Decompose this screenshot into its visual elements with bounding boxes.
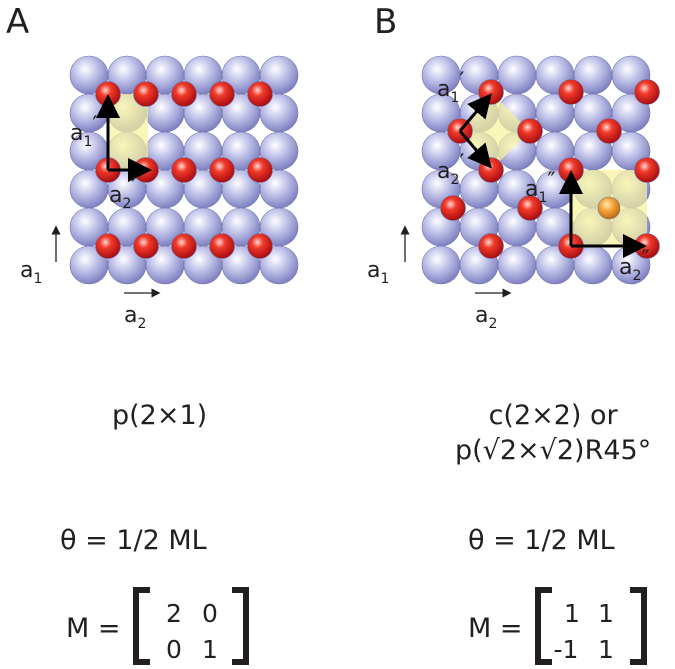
notation-line1: c(2×2) or [488,400,618,431]
substrate-atom [421,245,461,285]
matrix-cell: 1 [564,599,580,628]
adsorbate-atom [247,233,273,259]
adsorbate-atom [634,157,660,183]
label-a2-prime: a2′ [109,175,136,212]
adsorbate-atom [517,118,543,144]
adsorbate-atom [209,157,235,183]
adsorbate-atom [133,233,159,259]
panel-b-letter: B [374,2,398,42]
adsorbate-atom [95,233,121,259]
label-a1: a1 [20,258,42,287]
panel-b-matrix: M = 1 1 -1 1 [468,587,647,665]
vector-a2-prime [458,130,492,169]
matrix-bracket-right [232,587,249,665]
label-a1-prime: a1′ [437,69,464,106]
label-a2: a2 [475,303,497,330]
label-a1: a1 [367,258,389,287]
panel-a-letter: A [6,2,30,42]
matrix-cell: 1 [598,599,614,628]
matrix-cell: 0 [166,635,182,664]
panel-a-lattice: a1′ a2′ a1 a2 [20,55,299,330]
panel-a-matrix: M = 2 0 0 1 [66,587,249,665]
label-a2: a2 [124,303,146,330]
matrix-label: M = [468,613,523,644]
adsorbate-atom [247,81,273,107]
adsorbate-atom [596,118,622,144]
substrate-atom [259,245,299,285]
adsorbate-atom [209,233,235,259]
panel-b-lattice: a1′ a2′ a1″ a2″ a1 a2 [367,55,660,330]
adsorbate-atom [558,79,584,105]
adsorbate-atom [634,79,660,105]
adsorbate-atom [517,195,543,221]
adsorbate-atom [478,157,504,183]
matrix-cell: 0 [202,599,218,628]
adsorbate-atom [440,195,466,221]
label-a1-prime: a1′ [70,113,97,150]
substrate-atom [497,245,537,285]
adsorbate-atom [133,81,159,107]
matrix-cell: 2 [166,599,182,628]
label-a2-prime: a2′ [437,151,464,188]
adsorbate-atom-highlighted [597,196,621,220]
matrix-cell: 1 [598,635,614,664]
panel-a-coverage: θ = 1/2 ML [60,525,207,556]
label-a1-double-prime: a1″ [525,169,556,206]
panel-b-coverage: θ = 1/2 ML [468,525,615,556]
adsorbate-atom [209,81,235,107]
label-a2-double-prime: a2″ [619,247,650,284]
adsorbate-atom [171,157,197,183]
adsorbate-atom [478,233,504,259]
panel-a-notation: p(2×1) [112,400,207,431]
adsorbate-atom [171,81,197,107]
matrix-cell: 1 [202,635,218,664]
matrix-label: M = [66,613,121,644]
adsorbate-atom [478,79,504,105]
adsorbate-atoms [95,81,273,259]
adsorbate-atom [247,157,273,183]
matrix-bracket-left [133,587,150,665]
adsorbate-atom [171,233,197,259]
matrix-bracket-left [535,587,552,665]
vector-a1-prime [458,93,492,132]
matrix-cell: -1 [554,635,579,664]
notation-line1: p(2×1) [112,400,208,431]
panel-b-notation: c(2×2) or p(√2×√2)R45° [455,400,651,466]
adsorbate-atoms [440,79,660,259]
matrix-bracket-right [630,587,647,665]
notation-line2: p(√2×√2)R45° [455,435,652,466]
substrate-atom [497,55,537,95]
